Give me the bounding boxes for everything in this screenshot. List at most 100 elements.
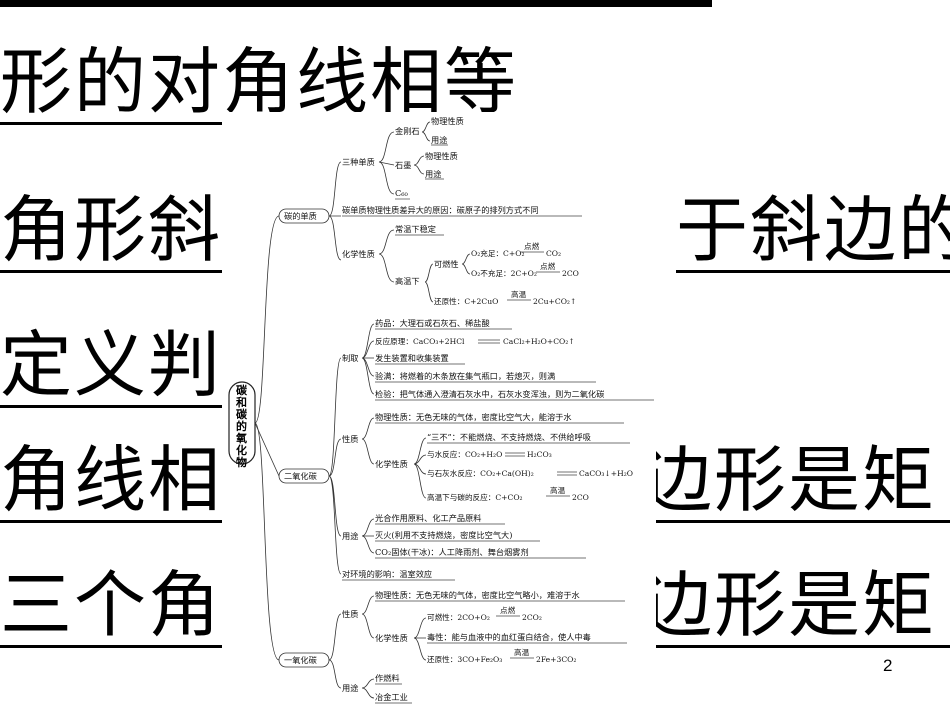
slide-line-2-right: 于斜边的 [676,190,950,273]
branch-carbon-elements-label: 碳的单质 [284,211,317,221]
page-number: 2 [883,656,893,675]
o2-insufficient-eq: O₂不充足：2C+O₂ [471,268,537,278]
edge-b1-children [328,161,342,261]
edge-combustibility [461,253,471,275]
slide-line-5-left-underline [0,645,230,648]
o2-sufficient-cond: 点燃 [524,241,540,251]
co2-physical: 物理性质：无色无味的气体，密度比空气大，能溶于水 [375,412,572,422]
top-border-bar [0,0,712,7]
edge-prep [361,323,375,395]
slide-line-5-right-text: 边形是矩 [640,563,937,647]
root-char-7: 物 [236,455,247,469]
edge-b2-children [328,357,342,575]
slide-line-2-left: 角形斜 [0,188,230,273]
slide-line-5-right-underline [640,645,950,648]
edge-b3-children [328,613,342,689]
co-chemical-label: 化学性质 [375,633,408,643]
co-prop-label: 性质 [342,609,358,619]
root-char-2: 和 [236,395,247,409]
slide-line-3-left: 定义判 [0,323,230,408]
slide-line-5-right: 边形是矩 [640,563,950,648]
carbon-reduction-prod: 2Cu+CO₂↑ [533,297,576,306]
edge-co2-prop [361,417,375,465]
prep-reaction: 反应原理：CaCO₃+2HCl [375,336,465,346]
co-reduction-eq: 还原性：3CO+Fe₂O₃ [427,654,502,664]
co2-use-1: 光合作用原料、化工产品原料 [375,513,481,523]
carbon-reduction-cond: 高温 [511,289,527,299]
slide-line-4-left: 角线相 [0,438,230,523]
slide-line-4-right-underline [640,520,950,523]
b1-chemical-label: 化学性质 [342,249,375,259]
slide-line-2-right-underline [676,270,950,273]
prep-drugs: 药品：大理石或石灰石、稀盐酸 [375,318,490,328]
edge-root-b1 [254,215,280,424]
co-physical: 物理性质：无色无味的气体，密度比空气略小，难溶于水 [375,590,580,600]
edge-diamond [421,121,431,142]
branch-co-label: 一氧化碳 [284,655,317,665]
high-temp-label: 高温下 [395,276,420,286]
o2-sufficient-eq: O₂充足：C+O₂ [471,248,525,258]
normal-temp-stable: 常温下稳定 [395,224,436,234]
co-use-metallurgy: 冶金工业 [375,692,408,702]
co2-use-label: 用途 [342,531,358,541]
prep-device: 发生装置和收集装置 [375,353,449,363]
diamond-label: 金刚石 [395,126,420,136]
graphite-label: 石墨 [395,160,411,170]
co2-carbon-prod: 2CO [572,493,589,502]
edge-graphite [413,155,425,175]
slide-line-1-text: 形的对角线相等 [0,40,519,124]
carbon-difference-reason: 碳单质物理性质差异大的原因：碳原子的排列方式不同 [342,205,539,215]
o2-insufficient-cond: 点燃 [540,261,556,271]
edge-co2-chem [413,437,427,499]
mind-map-image: 碳 和 碳 的 氧 化 物 碳的单质 二氧化碳 一氧化碳 三种单质 金刚石 物理… [222,112,656,712]
graphite-physical: 物理性质 [425,151,458,161]
co2-carbon-cond: 高温 [550,485,566,495]
co-combustion-eq: 可燃性：2CO+O₂ [427,612,490,622]
edge-co-prop [361,595,375,639]
co2-limewater-prod: CaCO₃↓+H₂O [579,469,633,478]
slide-line-5-left: 三个角 [0,563,230,648]
co2-carbon-eq: 高温下与碳的反应：C+CO₂ [427,492,523,502]
root-char-1: 碳 [236,383,248,397]
diamond-physical: 物理性质 [431,116,464,126]
slide-line-3-left-text: 定义判 [0,323,223,407]
co2-water-prod: H₂CO₃ [527,450,552,459]
co-use-label: 用途 [342,683,358,693]
slide-line-4-left-underline [0,520,230,523]
co2-use-2: 灭火(利用不支持燃烧，密度比空气大) [375,530,512,540]
o2-insufficient-prod: 2CO [562,269,579,278]
o2-sufficient-prod: CO₂ [546,249,561,258]
slide-line-1: 形的对角线相等 [0,40,546,125]
prep-label: 制取 [342,353,358,363]
co2-chemical-label: 化学性质 [375,459,408,469]
prep-reaction-prod: CaCl₂+H₂O+CO₂↑ [503,337,575,346]
c60-label: C₆₀ [395,188,409,198]
edge-root-b3 [254,422,280,661]
slide-line-4-right: 边形是矩 [640,438,950,523]
co2-limewater-eq: 与石灰水反应：CO₂+Ca(OH)₂ [427,468,534,478]
co-toxicity: 毒性：能与血液中的血红蛋白结合，使人中毒 [427,632,591,642]
root-char-5: 氧 [235,431,247,445]
edge-co-chem [413,617,427,661]
co-combustion-prod: 2CO₂ [522,613,542,622]
root-char-4: 的 [236,419,247,433]
slide-line-4-right-text: 边形是矩 [640,438,937,522]
co-reduction-cond: 高温 [514,647,530,657]
co-combustion-cond: 点燃 [500,605,516,615]
co-reduction-prod: 2Fe+3CO₂ [536,655,576,664]
diamond-use: 用途 [431,135,447,145]
edge-three-elements [378,131,395,195]
prep-test: 检验：把气体通入澄清石灰水中，石灰水变浑浊，则为二氧化碳 [375,389,604,399]
slide-line-5-left-text: 三个角 [0,563,223,647]
co2-prop-label: 性质 [342,434,358,444]
carbon-reduction-eq: 还原性：C+2CuO [434,296,498,306]
slide-line-2-left-underline [0,270,230,273]
co2-water-eq: 与水反应：CO₂+H₂O [427,449,502,459]
edge-high-temp [424,263,434,303]
mind-map-svg: 碳 和 碳 的 氧 化 物 碳的单质 二氧化碳 一氧化碳 三种单质 金刚石 物理… [228,116,654,704]
co2-environment: 对环境的影响：温室效应 [342,569,432,579]
slide-line-4-left-text: 角线相 [0,438,223,522]
edge-b1-chem [378,229,395,283]
slide-line-2-left-text: 角形斜 [0,188,223,272]
edge-co2-use [361,518,375,554]
